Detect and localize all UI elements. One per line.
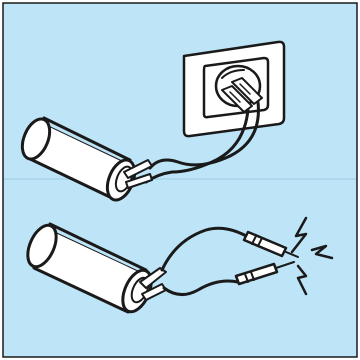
illustration-background bbox=[3, 3, 357, 357]
